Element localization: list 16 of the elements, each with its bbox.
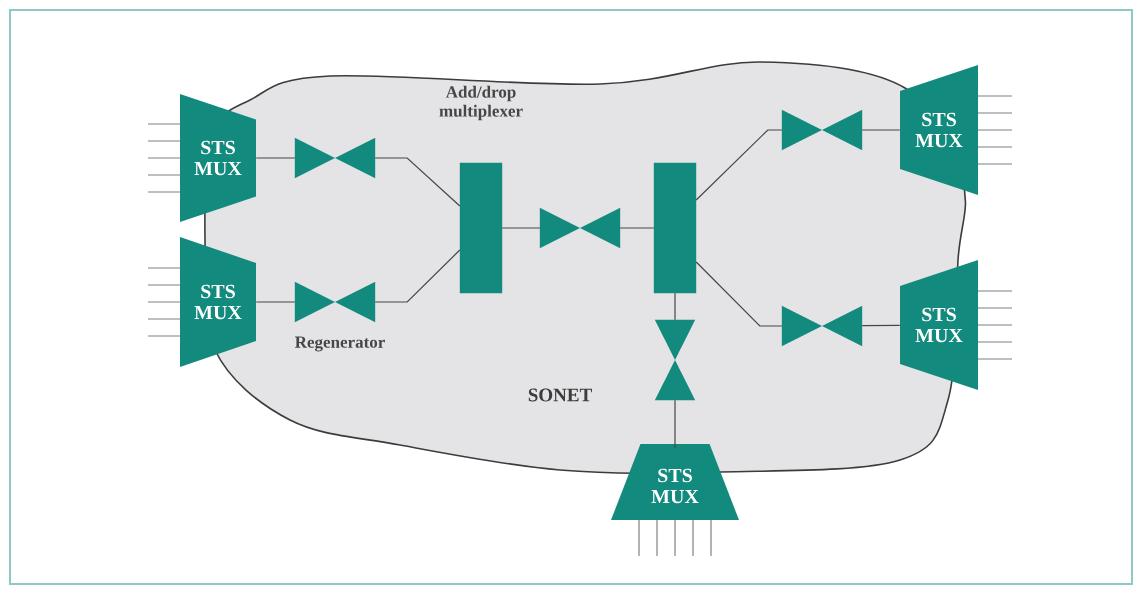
connector-line bbox=[501, 227, 541, 229]
regenerator-symbol bbox=[294, 137, 376, 179]
connector-line bbox=[695, 129, 783, 201]
connector-line bbox=[255, 157, 296, 159]
component-label: Regenerator bbox=[295, 336, 385, 352]
connector-line bbox=[674, 292, 676, 321]
regenerator-symbol bbox=[294, 281, 376, 323]
component-label: Add/drop multiplexer bbox=[439, 85, 523, 121]
regenerator-symbol bbox=[781, 109, 863, 151]
regenerator-symbol bbox=[539, 207, 621, 249]
add-drop-multiplexer bbox=[459, 162, 503, 294]
connector-line bbox=[695, 261, 783, 327]
regenerator-symbol bbox=[781, 305, 863, 347]
add-drop-multiplexer bbox=[653, 162, 697, 294]
regenerator-symbol bbox=[654, 319, 696, 401]
connector-line bbox=[255, 301, 296, 303]
